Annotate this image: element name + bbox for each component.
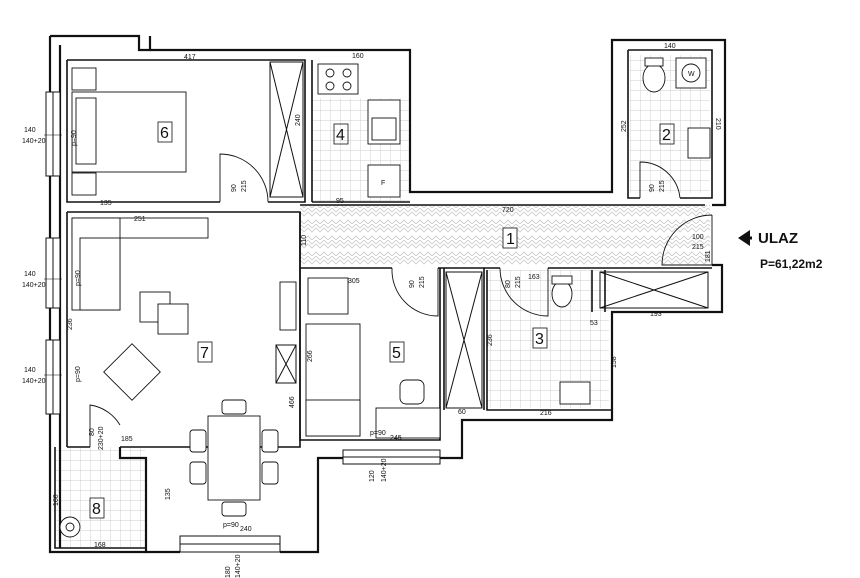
washer-label: W: [688, 71, 695, 78]
dim-168: 168: [94, 542, 106, 549]
dim-251: 251: [134, 216, 146, 223]
dim-185: 185: [121, 436, 133, 443]
dim-90-door6: 90: [231, 184, 238, 192]
dim-215-entry: 215: [692, 244, 704, 251]
room-6-label: 6: [160, 125, 169, 142]
windows: [45, 91, 441, 553]
dim-216: 216: [540, 410, 552, 417]
p90-sofa: p=90: [75, 270, 82, 286]
dim-90-door2: 90: [649, 184, 656, 192]
dim-230-20: 230+20: [98, 426, 105, 450]
dim-181: 181: [705, 250, 712, 262]
dim-90-door5: 90: [409, 280, 416, 288]
dim-193: 193: [650, 311, 662, 318]
dim-135-top: 135: [100, 200, 112, 207]
dim-235: 236: [487, 334, 494, 346]
p90-bedroom5: p=90: [370, 430, 386, 437]
dim-100: 100: [692, 234, 704, 241]
entrance-arrow-icon: [738, 230, 750, 246]
room-labels: 6 4 2 1 3 5 7 8: [89, 121, 675, 519]
dim-245: 245: [390, 435, 402, 442]
dim-240: 240: [295, 114, 302, 126]
dim-466: 466: [289, 396, 296, 408]
dim-305: 305: [348, 278, 360, 285]
p90-living: p=90: [223, 522, 239, 529]
dim-158: 158: [611, 356, 618, 368]
dim-80-door: 80: [89, 428, 96, 436]
dim-236: 236: [67, 318, 74, 330]
dim-266: 266: [307, 350, 314, 362]
dim-95: 95: [336, 198, 344, 205]
dim-417: 417: [184, 54, 196, 61]
dim-110: 110: [301, 235, 308, 246]
inner-walls: [54, 49, 713, 549]
dim-53: 53: [590, 320, 598, 327]
dim-215-door2: 215: [659, 180, 666, 192]
room-5-label: 5: [392, 345, 401, 362]
dim-60: 60: [458, 409, 466, 416]
p90-bedroom6: p=90: [71, 130, 78, 146]
win-140-a: 140: [24, 127, 36, 134]
dim-120: 120: [369, 470, 376, 482]
dim-215-door6: 215: [241, 180, 248, 192]
dim-140-20-bedroom5: 140+20: [381, 458, 388, 482]
dim-140-top: 140: [664, 43, 676, 50]
dim-80-door3: 80: [505, 280, 512, 288]
dim-240-bottom: 240: [240, 526, 252, 533]
p90-armchair: p=90: [75, 366, 82, 382]
area-label: P=61,22m2: [760, 257, 823, 271]
dim-215-door5: 215: [419, 276, 426, 288]
window-leader-lines: [44, 134, 62, 376]
dim-160-terrace: 160: [53, 494, 60, 506]
room-4-label: 4: [336, 127, 345, 144]
entrance-label: ULAZ: [758, 230, 798, 247]
dim-215-door3: 215: [515, 276, 522, 288]
win-140-b: 140: [24, 271, 36, 278]
dim-140-20-living: 140+20: [235, 554, 242, 578]
wardrobes: [269, 61, 709, 409]
dim-180: 180: [225, 566, 232, 578]
furniture: [59, 57, 711, 538]
win-140-c: 140: [24, 367, 36, 374]
room-8-label: 8: [92, 501, 101, 518]
room-7-label: 7: [200, 345, 209, 362]
dim-160: 160: [352, 53, 364, 60]
win-140-20-b: 140+20: [22, 282, 46, 289]
dim-210: 210: [714, 118, 721, 130]
dim-720: 720: [502, 207, 514, 214]
dim-252: 252: [621, 120, 628, 132]
room-2-label: 2: [662, 127, 671, 144]
doors: [89, 153, 713, 447]
dimensions: 417 160 140 240 252 210 135 95 720 251 1…: [22, 43, 721, 578]
room-1-label: 1: [506, 231, 515, 248]
dim-163: 163: [528, 274, 540, 281]
dim-135-bottom: 135: [165, 488, 172, 500]
room-3-label: 3: [535, 331, 544, 348]
win-140-20-c: 140+20: [22, 378, 46, 385]
fridge-label: F: [381, 180, 385, 187]
win-140-20-a: 140+20: [22, 138, 46, 145]
